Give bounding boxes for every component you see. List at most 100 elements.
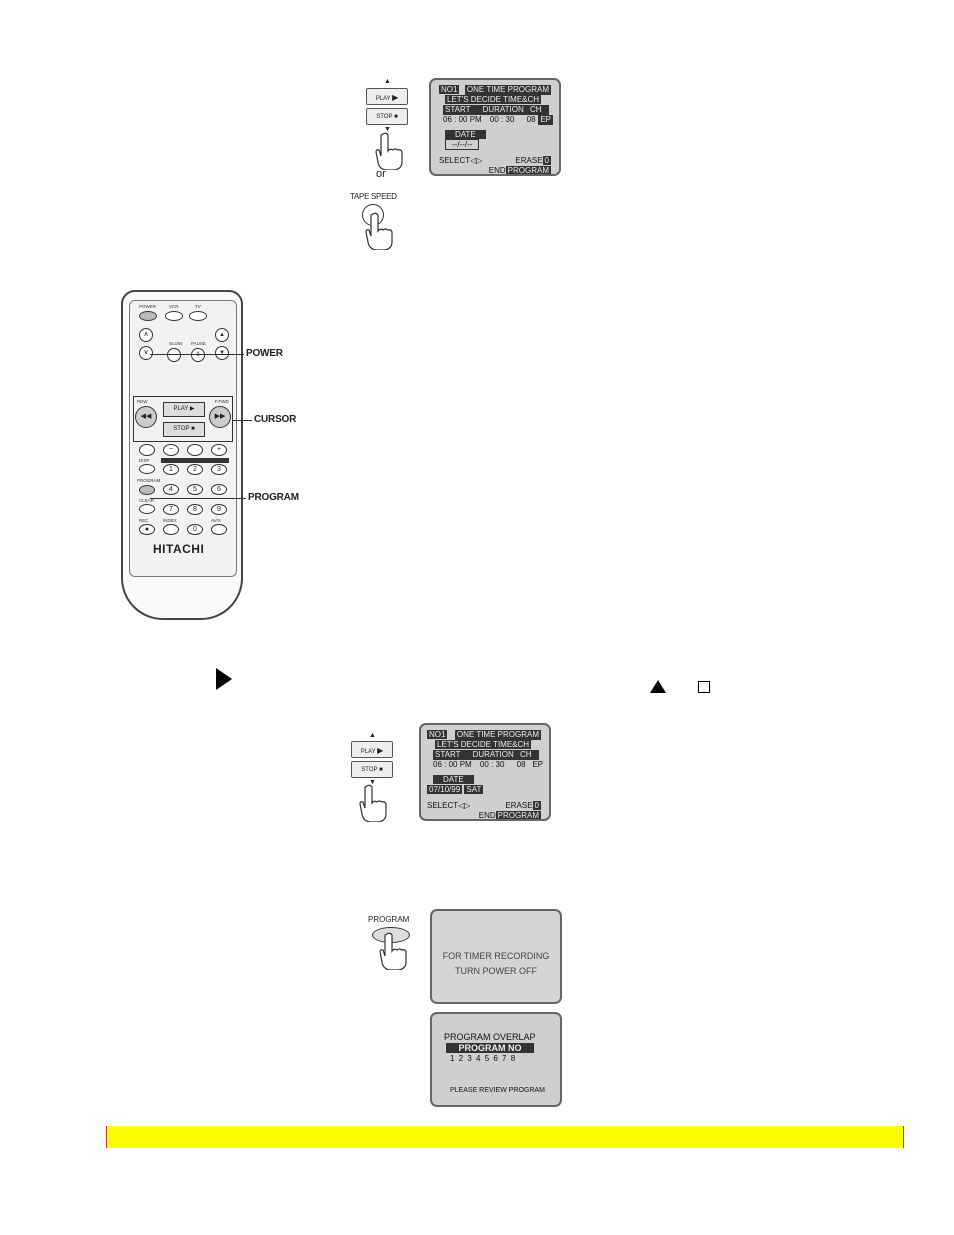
blank-key[interactable]	[187, 444, 203, 456]
counter-key[interactable]	[139, 444, 155, 456]
screen-banner: LET'S DECIDE TIME&CH	[435, 740, 532, 749]
channel-value: 08	[526, 115, 536, 124]
pause-key[interactable]: II	[191, 348, 205, 362]
digit-6-key[interactable]: 6	[211, 484, 227, 495]
ffwd-key[interactable]: ▶▶	[209, 406, 231, 428]
ffwd-key-label: F.FWD	[215, 399, 229, 404]
brand-logo: HITACHI	[153, 542, 205, 556]
plus-key[interactable]: +	[211, 444, 227, 456]
play-button[interactable]: PLAY ▶	[366, 88, 408, 105]
digit-0-key[interactable]: 0	[187, 524, 203, 535]
program-callout-line	[150, 498, 246, 499]
tv-key-label: TV	[195, 304, 201, 309]
digit-4-key[interactable]: 4	[163, 484, 179, 495]
pause-key-label: PAUSE	[191, 341, 206, 346]
slow-key[interactable]	[167, 348, 181, 362]
end-text: END	[488, 166, 506, 175]
program-overlap-text: PROGRAM OVERLAP	[444, 1032, 536, 1042]
end-program-text: PROGRAM	[505, 166, 551, 175]
pointing-hand-icon	[379, 932, 407, 970]
screen-title: ONE TIME PROGRAM	[464, 85, 551, 95]
col-duration: DURATION	[482, 105, 524, 114]
date-value: 07/10/99	[427, 785, 463, 794]
digit-5-key[interactable]: 5	[187, 484, 203, 495]
ch-up-key[interactable]: ▲	[215, 328, 229, 342]
power-key-label: POWER	[139, 304, 157, 309]
col-ch: CH	[520, 750, 532, 759]
square-icon	[698, 681, 710, 693]
minus-key[interactable]: −	[163, 444, 179, 456]
stop-button[interactable]: STOP ■	[366, 108, 408, 125]
digit-1-key[interactable]: 1	[163, 464, 179, 475]
digit-3-key[interactable]: 3	[211, 464, 227, 475]
col-start: START	[445, 105, 471, 114]
vol-down-key[interactable]: ∨	[139, 346, 153, 360]
pointing-hand-icon	[375, 132, 403, 170]
osd-screen-timer-recording: FOR TIMER RECORDING TURN POWER OFF	[430, 909, 562, 1004]
avx-key[interactable]	[211, 524, 227, 535]
program-key[interactable]	[139, 485, 155, 495]
remote-stop-label: STOP	[173, 426, 190, 432]
remote-control: POWER VCR TV ∧ ∨ SLOW PAUSE II ▲ ▼ REW F…	[121, 290, 243, 620]
highlight-bar	[106, 1126, 904, 1148]
col-start: START	[435, 750, 461, 759]
rew-key[interactable]: ◀◀	[135, 406, 157, 428]
play-label: PLAY	[375, 96, 391, 102]
date-label: DATE	[433, 775, 474, 784]
rec-key-label: REC	[139, 518, 149, 523]
day-value: SAT	[464, 785, 484, 794]
stop-button[interactable]: STOP ■	[351, 761, 393, 778]
vcr-key-label: VCR	[169, 304, 179, 309]
play-label: PLAY	[360, 749, 376, 755]
up-triangle-icon	[650, 680, 666, 693]
clear-key[interactable]	[139, 504, 155, 514]
tv-key[interactable]	[189, 311, 207, 321]
tape-speed-label: TAPE SPEED	[350, 192, 397, 201]
program-key-label: PROGRAM	[137, 478, 161, 483]
index-key[interactable]	[163, 524, 179, 535]
digit-8-key[interactable]: 8	[187, 504, 203, 515]
stop-icon: ■	[394, 114, 398, 120]
program-button-label: PROGRAM	[368, 915, 410, 924]
cursor-arrows-icon: ◁▷	[470, 156, 483, 165]
up-arrow-icon: ▲	[384, 78, 391, 85]
disp-key-label: DISP	[139, 458, 150, 463]
digit-9-key[interactable]: 9	[211, 504, 227, 515]
date-value: --/--/--	[445, 139, 480, 150]
play-icon: ▶	[392, 93, 399, 102]
ch-down-key[interactable]: ▼	[215, 346, 229, 360]
cursor-arrows-icon: ◁▷	[458, 801, 471, 810]
slow-key-label: SLOW	[169, 341, 183, 346]
power-key[interactable]	[139, 311, 157, 321]
col-ch: CH	[530, 105, 542, 114]
remote-stop-key[interactable]: STOP ■	[163, 422, 205, 437]
clear-key-label: CLEAR	[139, 498, 155, 503]
stop-label: STOP	[361, 767, 378, 773]
start-time: 06 : 00 PM	[443, 115, 482, 124]
digit-7-key[interactable]: 7	[163, 504, 179, 515]
start-time: 06 : 00 PM	[433, 760, 472, 769]
channel-value: 08	[516, 760, 526, 769]
disp-key[interactable]	[139, 464, 155, 474]
screen-banner: LET'S DECIDE TIME&CH	[445, 95, 542, 104]
vcr-key[interactable]	[165, 311, 183, 321]
digit-2-key[interactable]: 2	[187, 464, 203, 475]
rec-key[interactable]: ●	[139, 524, 155, 535]
erase-text: ERASE	[505, 801, 533, 810]
program-number: NO1	[439, 85, 460, 94]
turn-power-off-message: TURN POWER OFF	[455, 966, 537, 976]
program-number: NO1	[427, 730, 448, 739]
remote-play-key[interactable]: PLAY ▶	[163, 402, 205, 417]
super-index-band	[161, 458, 229, 463]
cursor-callout-line	[232, 420, 252, 421]
program-numbers: 1 2 3 4 5 6 7 8	[450, 1054, 517, 1063]
play-button[interactable]: PLAY ▶	[351, 741, 393, 758]
duration-value: 00 : 30	[489, 115, 515, 124]
end-program-text: PROGRAM	[495, 811, 541, 820]
power-callout: POWER	[246, 348, 283, 359]
vol-up-key[interactable]: ∧	[139, 328, 153, 342]
tape-speed-value: EP	[538, 115, 553, 125]
date-label: DATE	[445, 130, 486, 139]
power-callout-line	[150, 354, 244, 355]
pointing-hand-icon	[359, 784, 387, 822]
